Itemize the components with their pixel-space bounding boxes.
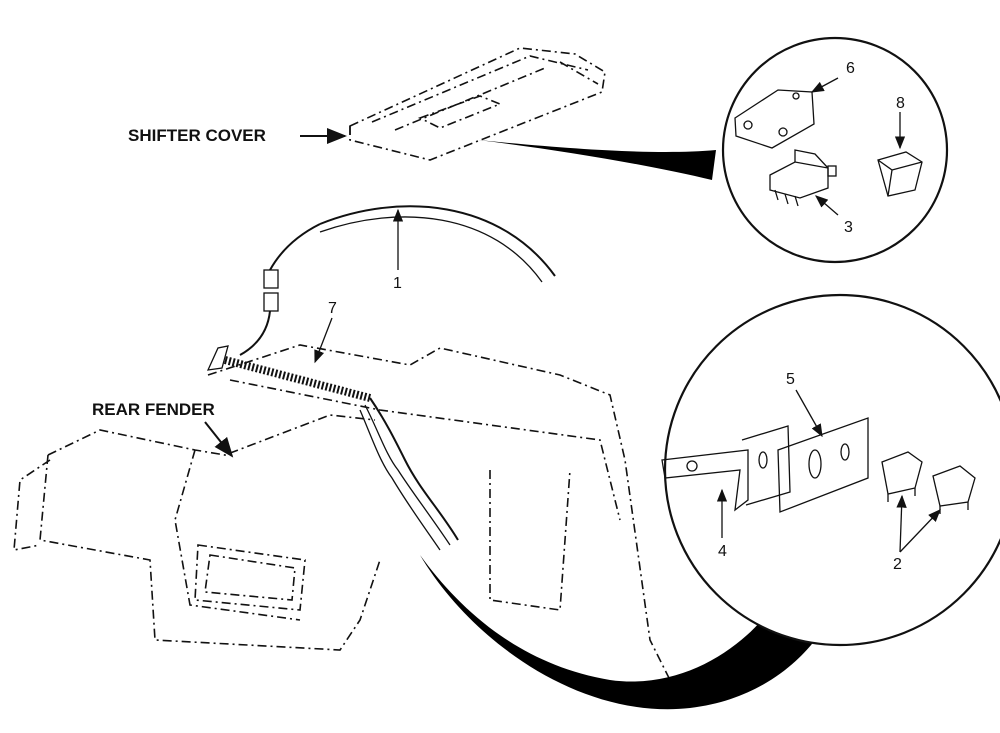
top-detail-circle (721, 36, 949, 264)
callout-1: 1 (393, 275, 402, 292)
shifter-cover-label: SHIFTER COVER (128, 126, 266, 145)
callout-6: 6 (846, 60, 855, 77)
callout-4: 4 (718, 543, 727, 560)
detail-sweep-bottom (420, 555, 815, 710)
callout-2: 2 (893, 556, 902, 573)
shifter-cover-part (349, 47, 606, 161)
callout-3-leader (815, 195, 839, 216)
lower-detail-circle (661, 293, 1000, 647)
callout-7-leader (314, 317, 333, 364)
callout-3: 3 (844, 219, 853, 236)
rear-fender-leader (204, 421, 234, 458)
callout-7: 7 (328, 300, 337, 317)
callout-5: 5 (786, 371, 795, 388)
callout-8: 8 (896, 95, 905, 112)
rear-fender-part (13, 344, 672, 691)
callout-2a-leader (896, 494, 907, 553)
callout-2b-leader (899, 509, 941, 553)
conduit-part (206, 345, 459, 551)
callout-5-leader (795, 389, 823, 438)
wiring-harness-arc (239, 205, 556, 356)
detail-sweep-top (478, 140, 716, 180)
rear-fender-label: REAR FENDER (92, 400, 215, 419)
callout-6-leader (810, 77, 839, 93)
